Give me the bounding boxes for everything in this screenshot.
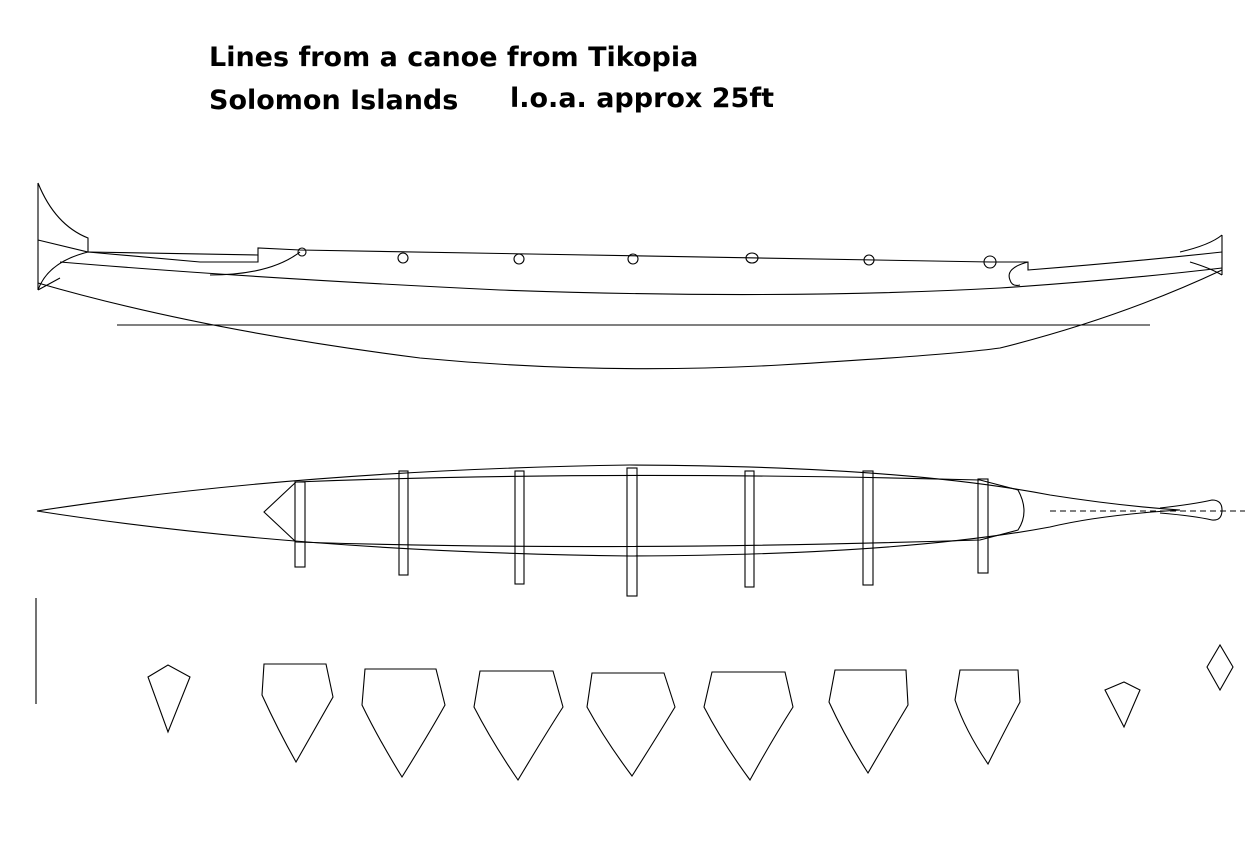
section-10	[1206, 643, 1234, 692]
plan-outer-hull	[36, 464, 1181, 557]
section-5	[586, 672, 676, 777]
sheer-line	[87, 247, 1223, 271]
section-8	[954, 669, 1021, 766]
stern-washstrake-step	[87, 251, 259, 263]
length-note: l.o.a. approx 25ft	[510, 83, 774, 114]
section-9	[1104, 681, 1141, 729]
plan-thwart-3	[514, 470, 525, 585]
section-7	[828, 669, 909, 775]
plan-thwart-7	[977, 478, 989, 574]
plan-thwart-4	[626, 467, 638, 597]
title-line-1: Lines from a canoe from Tikopia	[209, 42, 699, 73]
profile-thwart-5	[745, 252, 759, 264]
plan-bow-tail	[1159, 499, 1223, 521]
plan-inner-gunwale	[263, 474, 1025, 548]
section-4	[473, 670, 564, 782]
profile-thwart-1	[297, 247, 307, 257]
plan-thwart-2	[398, 470, 409, 576]
plan-thwart-5	[744, 470, 755, 588]
profile-thwart-7	[983, 255, 997, 269]
profile-thwart-6	[863, 254, 875, 266]
section-2	[261, 663, 334, 764]
title-line-2: Solomon Islands	[209, 85, 459, 116]
profile-thwart-4	[627, 253, 639, 265]
profile-thwart-2	[397, 252, 409, 264]
bow-inner-curve	[1008, 261, 1029, 286]
plan-thwart-1	[294, 481, 306, 568]
plan-thwart-6	[862, 470, 874, 586]
stern-post	[37, 182, 89, 291]
profile-thwart-3	[513, 253, 525, 265]
sections-view	[147, 643, 1234, 782]
stern-inner-curve	[209, 251, 301, 276]
keel-line	[37, 269, 1223, 370]
section-6	[703, 671, 794, 782]
plan-view	[36, 464, 1245, 597]
hull-upper-line	[59, 261, 1223, 296]
section-3	[361, 668, 446, 779]
bow-post	[1179, 234, 1223, 276]
section-1	[147, 664, 191, 734]
profile-view	[37, 182, 1223, 370]
